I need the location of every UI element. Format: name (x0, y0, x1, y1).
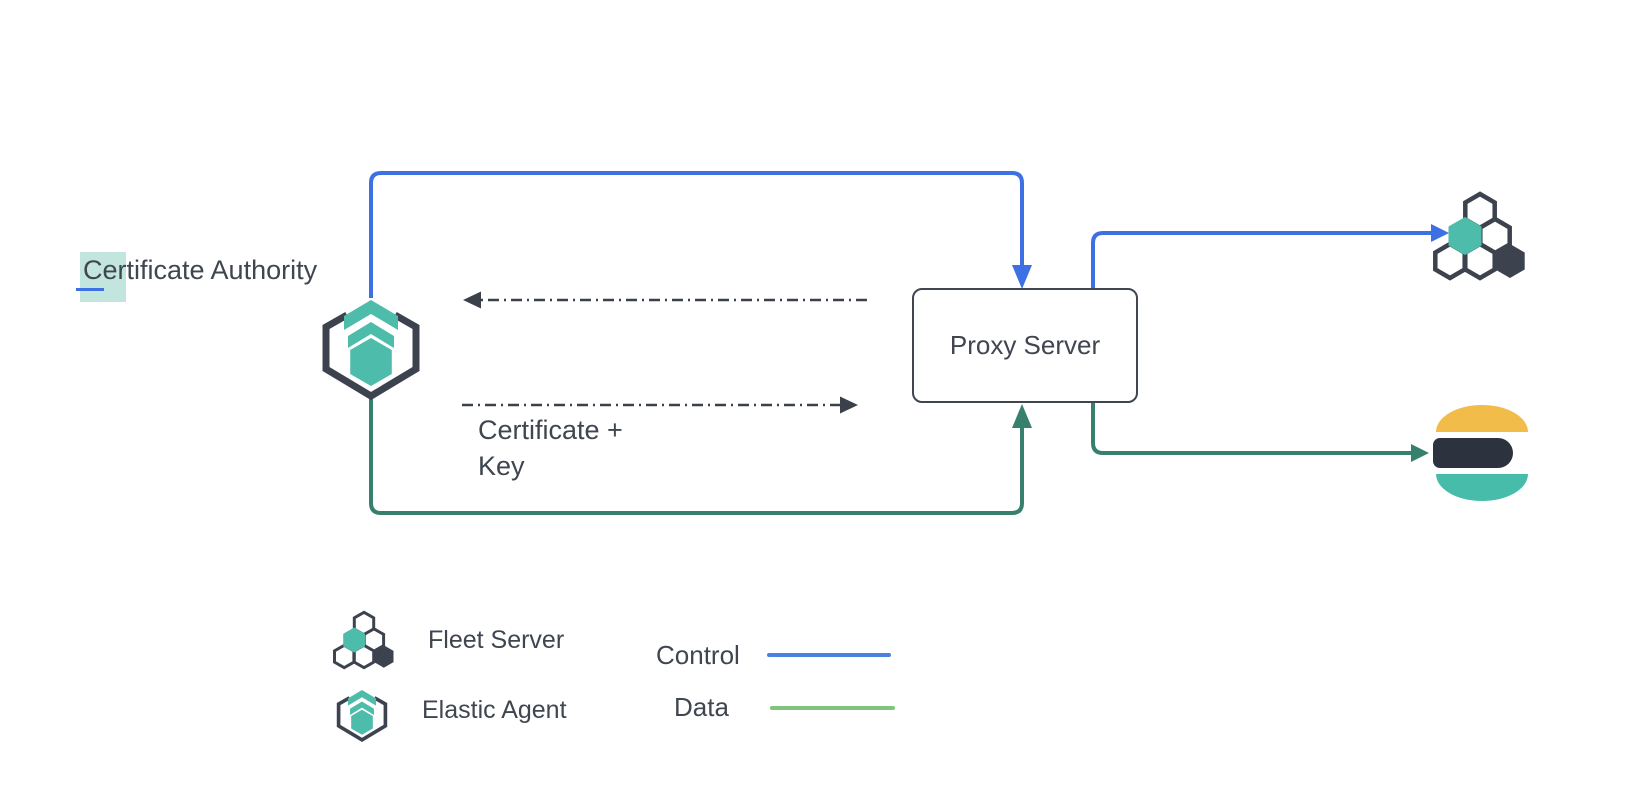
arrowhead-down-icon (1012, 265, 1032, 289)
elastic-agent-icon (336, 688, 388, 742)
legend-control-label: Control (656, 640, 740, 670)
elasticsearch-middle-bar (1433, 438, 1513, 468)
elasticsearch-bottom-arc (1436, 474, 1528, 501)
legend-control-line (767, 653, 891, 657)
arrowhead-right-icon (1411, 444, 1429, 462)
edge-cert-proxy-to-agent[interactable] (463, 291, 867, 309)
proxy-server-node[interactable]: Proxy Server (912, 288, 1138, 403)
fleet-server-icon[interactable] (1435, 194, 1524, 278)
certificate-key-line1: Certificate + (478, 415, 623, 445)
text-selection-highlight (80, 252, 126, 302)
arrowhead-right-icon (1431, 224, 1449, 242)
certificate-key-line2: Key (478, 451, 525, 481)
data-line (1091, 403, 1411, 455)
edge-data-proxy-to-elasticsearch[interactable] (1091, 403, 1429, 462)
edge-control-proxy-to-fleet[interactable] (1091, 224, 1449, 288)
legend-elastic-agent-label: Elastic Agent (422, 696, 567, 724)
certificate-authority-label[interactable]: Certificate Authority (83, 255, 318, 285)
arrowhead-right-icon (840, 396, 858, 414)
arrowhead-left-icon (463, 291, 481, 309)
arrowhead-up-icon (1012, 404, 1032, 428)
elastic-agent-icon[interactable] (326, 300, 416, 396)
data-line (369, 399, 1024, 515)
legend-data-label: Data (674, 692, 729, 722)
elasticsearch-top-arc (1436, 405, 1528, 432)
proxy-server-label: Proxy Server (949, 330, 1101, 360)
legend-fleet-server-label: Fleet Server (428, 626, 565, 654)
edge-control-agent-to-proxy[interactable] (369, 171, 1032, 298)
fleet-server-icon (333, 610, 395, 670)
edge-certkey-agent-to-proxy[interactable] (462, 396, 858, 414)
control-line (1091, 231, 1431, 288)
legend-data-line (770, 706, 895, 710)
elasticsearch-icon[interactable] (1433, 405, 1528, 501)
certificate-key-label[interactable]: Certificate + Key (478, 412, 698, 484)
edge-data-agent-to-proxy[interactable] (369, 399, 1032, 515)
control-line (369, 171, 1024, 298)
text-caret (76, 288, 104, 291)
